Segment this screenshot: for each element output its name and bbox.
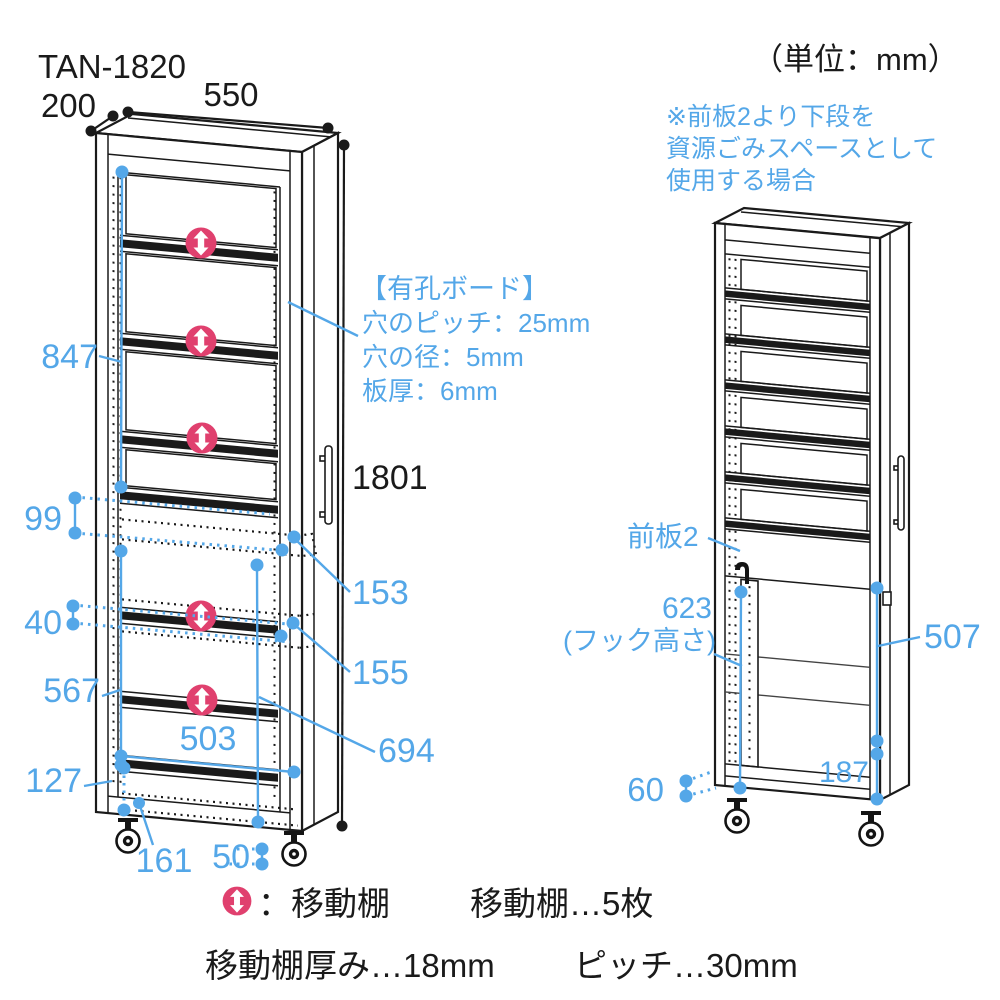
movable-shelf-icon — [222, 886, 252, 916]
svg-text:567: 567 — [43, 672, 100, 710]
pegboard-note-heading: 【有孔ボード】 — [360, 274, 549, 304]
svg-text:99: 99 — [24, 500, 62, 538]
dimension-153: 153 — [275, 530, 409, 612]
dimension-99: 99 — [24, 491, 288, 553]
dimension-623-hook-height: 623 (フック高さ) — [563, 585, 748, 795]
svg-text:50: 50 — [212, 838, 250, 876]
dimension-694: 694 — [250, 558, 435, 829]
right-cabinet-drawing — [711, 206, 913, 847]
hook-icon — [735, 562, 749, 584]
shelf-alt-position-outline — [122, 518, 318, 558]
dimension-50: 50 — [212, 838, 269, 876]
unit-label: （単位：mm） — [752, 42, 959, 77]
svg-text:前板2: 前板2 — [627, 521, 699, 552]
shelf-alt-position-outline — [122, 792, 298, 827]
note-line-2: 資源ごみスペースとして — [666, 135, 937, 163]
shelf-row — [725, 488, 870, 544]
recycle-space-note: ※前板2より下段を 資源ごみスペースとして 使用する場合 — [666, 103, 937, 195]
svg-text:127: 127 — [25, 762, 82, 800]
svg-text:60: 60 — [627, 771, 664, 808]
caster-icon — [724, 796, 750, 834]
front-panel-2 — [725, 575, 870, 591]
dimension-550-width: 550 — [122, 76, 334, 134]
pegboard-note-hole: 穴の径：5mm — [362, 342, 524, 372]
dimension-40: 40 — [24, 599, 291, 644]
caster-icon — [281, 829, 307, 867]
pegboard-note-pitch: 穴のピッチ：25mm — [362, 308, 590, 338]
dimension-1801-height: 1801 — [336, 139, 428, 832]
movable-shelf-icon — [185, 325, 217, 357]
legend-shelf-count: 移動棚…5枚 — [470, 885, 653, 922]
svg-text:200: 200 — [41, 87, 96, 124]
shelf-row — [725, 396, 870, 452]
svg-text:153: 153 — [352, 574, 409, 612]
dimension-503-inner-width: 503 — [114, 720, 301, 779]
fixed-shelf — [120, 486, 278, 519]
movable-shelf-icon — [186, 684, 218, 716]
hook-height-note: (フック高さ) — [563, 626, 716, 656]
shelf-row — [725, 350, 870, 406]
dimension-155: 155 — [274, 616, 409, 692]
shelf-row — [725, 304, 870, 360]
dimension-60: 60 — [627, 769, 717, 808]
pegboard-panel — [125, 448, 277, 501]
legend-icon-meaning: ：移動棚 — [258, 885, 390, 922]
pegboard-note: 【有孔ボード】 穴のピッチ：25mm 穴の径：5mm 板厚：6mm — [287, 274, 590, 406]
svg-text:155: 155 — [352, 654, 409, 692]
right-door-handle-icon — [882, 455, 905, 606]
svg-text:550: 550 — [203, 76, 258, 113]
left-cabinet-drawing — [92, 112, 342, 867]
svg-text:161: 161 — [136, 842, 193, 880]
caster-icon — [858, 809, 884, 847]
svg-text:694: 694 — [378, 732, 435, 770]
dimension-847-pegboard: 847 — [41, 165, 129, 494]
shelf-row — [725, 258, 870, 314]
pegboard-note-thickness: 板厚：6mm — [362, 376, 498, 406]
svg-text:847: 847 — [41, 338, 98, 376]
legend-shelf-thickness: 移動棚厚み…18mm — [205, 947, 495, 984]
front-panel-2-label: 前板2 — [627, 521, 741, 553]
note-line-1: ※前板2より下段を — [666, 103, 875, 131]
left-door-handle-icon — [319, 445, 333, 525]
movable-shelf-icon — [185, 227, 217, 259]
note-line-3: 使用する場合 — [666, 167, 816, 195]
dimension-200-depth: 200 — [41, 87, 119, 137]
shelf-row — [725, 442, 870, 498]
page-title: TAN-1820 — [38, 48, 186, 85]
dimension-507: 507 — [870, 581, 981, 748]
left-cabinet-front-face — [94, 131, 318, 833]
svg-text:623: 623 — [662, 592, 712, 625]
dimension-127: 127 — [25, 761, 131, 817]
dimension-187: 187 — [819, 747, 884, 806]
dimension-161: 161 — [133, 797, 192, 880]
svg-text:187: 187 — [819, 756, 869, 789]
svg-text:503: 503 — [180, 720, 237, 758]
svg-text:1801: 1801 — [352, 459, 428, 497]
svg-text:507: 507 — [924, 618, 981, 656]
svg-text:40: 40 — [24, 604, 62, 642]
movable-shelf-icon — [186, 422, 218, 454]
right-cabinet-front-face — [713, 221, 882, 802]
legend: ：移動棚 移動棚…5枚 移動棚厚み…18mm ピッチ…30mm — [205, 885, 798, 984]
legend-shelf-pitch: ピッチ…30mm — [574, 947, 798, 984]
